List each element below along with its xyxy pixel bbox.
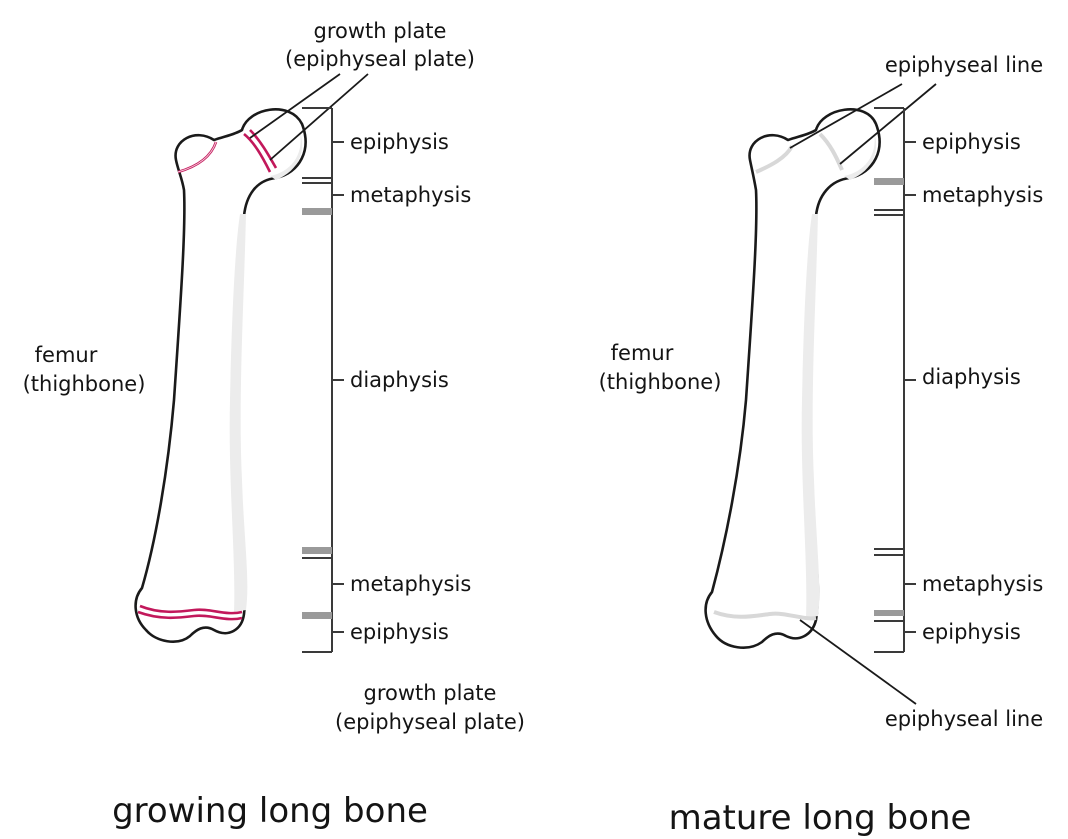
mature-bar bbox=[874, 178, 904, 185]
growing-bottom-plate-label-1: growth plate bbox=[364, 681, 497, 705]
mature-bone-label-2: (thighbone) bbox=[599, 370, 722, 394]
growing-bar bbox=[302, 612, 332, 619]
growing-title: growing long bone bbox=[112, 791, 428, 831]
growing-top-plate-label-2: (epiphyseal plate) bbox=[285, 47, 475, 71]
growing-bottom-plate-label-2: (epiphyseal plate) bbox=[335, 710, 525, 734]
growing-region-label: metaphysis bbox=[350, 572, 471, 596]
mature-bottom-line-leader bbox=[800, 620, 916, 704]
mature-region-label: metaphysis bbox=[922, 572, 1043, 596]
growing-bone-label-1: femur bbox=[35, 343, 98, 367]
growing-bar bbox=[302, 208, 332, 215]
growing-bar bbox=[302, 547, 332, 554]
mature-bone-label-1: femur bbox=[611, 341, 674, 365]
mature-region-label: epiphysis bbox=[922, 130, 1021, 154]
growing-top-plate-label-1: growth plate bbox=[314, 19, 447, 43]
mature-bottom-line-label: epiphyseal line bbox=[885, 707, 1043, 731]
mature-region-label: metaphysis bbox=[922, 183, 1043, 207]
mature-top-line-label: epiphyseal line bbox=[885, 53, 1043, 77]
mature-title: mature long bone bbox=[669, 798, 972, 838]
growing-bone-label-2: (thighbone) bbox=[23, 372, 146, 396]
growing-femur-outline bbox=[136, 109, 306, 641]
mature-femur-outline bbox=[706, 109, 880, 647]
growing-region-label: epiphysis bbox=[350, 620, 449, 644]
growing-region-label: diaphysis bbox=[350, 368, 449, 392]
mature-region-label: epiphysis bbox=[922, 620, 1021, 644]
mature-bar bbox=[874, 610, 904, 616]
growing-region-label: epiphysis bbox=[350, 130, 449, 154]
growing-region-label: metaphysis bbox=[350, 183, 471, 207]
growing-bone-panel: growth plate (epiphyseal plate) epiphysi… bbox=[23, 19, 525, 831]
mature-region-label: diaphysis bbox=[922, 365, 1021, 389]
mature-bone-panel: epiphyseal line epiphysis metaphysis dia… bbox=[599, 53, 1044, 838]
